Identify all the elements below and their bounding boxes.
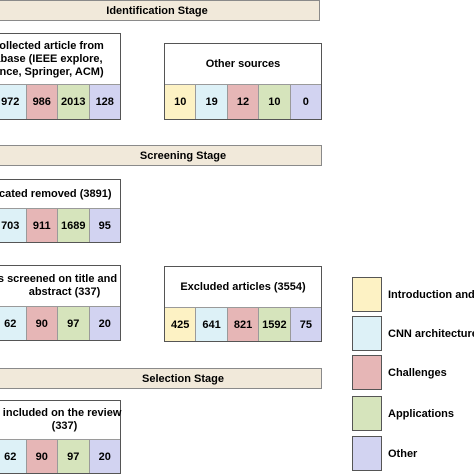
duplicates-applications-count: 1689 — [58, 209, 90, 242]
collected-applications-count: 2013 — [58, 85, 90, 119]
screened-articles-box: s screened on title and abstract (337) 6… — [0, 265, 121, 341]
identification-stage-bar: Identification Stage — [0, 0, 320, 21]
excluded-other-count: 75 — [290, 308, 322, 341]
collected-articles-box: collected article from abase (IEEE explo… — [0, 33, 121, 120]
excluded-applications-count: 1592 — [259, 308, 291, 341]
included-articles-title: s included on the review (337) — [0, 401, 122, 439]
collected-title-line-3: ence, Springer, ACM) — [0, 65, 104, 78]
collected-cnn-count: 972 — [0, 85, 27, 119]
screened-other-count: 20 — [89, 307, 120, 340]
other-sources-box: Other sources 10 19 12 10 0 — [164, 43, 322, 120]
excluded-articles-box: Excluded articles (3554) 425 641 821 159… — [164, 266, 322, 342]
screened-title-line-1: s screened on title and — [0, 273, 118, 285]
collected-challenges-count: 986 — [26, 85, 58, 119]
legend-label-applications: Applications — [388, 408, 455, 420]
other-sources-challenges-count: 12 — [227, 85, 260, 119]
collected-title-line-1: collected article from — [0, 39, 104, 52]
legend-label-other: Other — [388, 448, 418, 460]
selection-stage-bar: Selection Stage — [0, 368, 322, 389]
duplicates-cnn-count: 703 — [0, 209, 27, 242]
duplicates-other-count: 95 — [89, 209, 120, 242]
screening-stage-bar: Screening Stage — [0, 145, 322, 166]
selection-stage-label: Selection Stage — [142, 372, 224, 385]
other-sources-other-count: 0 — [290, 85, 322, 119]
legend-label-challenges: Challenges — [388, 367, 447, 379]
other-sources-applications-count: 10 — [259, 85, 291, 119]
legend-label-cnn: CNN architecture — [388, 328, 474, 340]
included-other-count: 20 — [89, 440, 120, 473]
legend-swatch-applications — [352, 396, 382, 431]
collected-title-line-2: abase (IEEE explore, — [0, 52, 103, 65]
duplicates-removed-title: cated removed (3891) — [0, 187, 112, 200]
legend-swatch-cnn — [352, 316, 382, 351]
screened-articles-title: s screened on title and abstract (337) — [0, 266, 120, 306]
excluded-articles-title: Excluded articles (3554) — [180, 280, 306, 293]
duplicates-removed-box: cated removed (3891) 703 911 1689 95 — [0, 179, 121, 243]
other-sources-intro-count: 10 — [165, 85, 197, 119]
collected-articles-title: collected article from abase (IEEE explo… — [0, 34, 120, 84]
other-sources-cnn-count: 19 — [196, 85, 228, 119]
identification-stage-label: Identification Stage — [106, 4, 208, 17]
other-sources-title: Other sources — [205, 57, 281, 70]
included-title-line-1: s included on the review — [0, 407, 122, 419]
screened-challenges-count: 90 — [26, 307, 58, 340]
included-challenges-count: 90 — [26, 440, 58, 473]
excluded-challenges-count: 821 — [227, 308, 260, 341]
included-articles-box: s included on the review (337) 62 90 97 … — [0, 400, 121, 474]
screened-applications-count: 97 — [58, 307, 90, 340]
legend-swatch-other — [352, 436, 382, 471]
duplicates-challenges-count: 911 — [26, 209, 58, 242]
screened-cnn-count: 62 — [0, 307, 27, 340]
legend-swatch-intro — [352, 277, 382, 312]
included-title-line-2: (337) — [51, 420, 78, 432]
included-applications-count: 97 — [58, 440, 90, 473]
legend-label-intro: Introduction and e — [388, 289, 474, 301]
legend-swatch-challenges — [352, 355, 382, 390]
collected-other-count: 128 — [89, 85, 120, 119]
included-cnn-count: 62 — [0, 440, 27, 473]
excluded-cnn-count: 641 — [196, 308, 228, 341]
excluded-intro-count: 425 — [165, 308, 197, 341]
screening-stage-label: Screening Stage — [139, 149, 227, 162]
screened-title-line-2: abstract (337) — [28, 286, 101, 298]
